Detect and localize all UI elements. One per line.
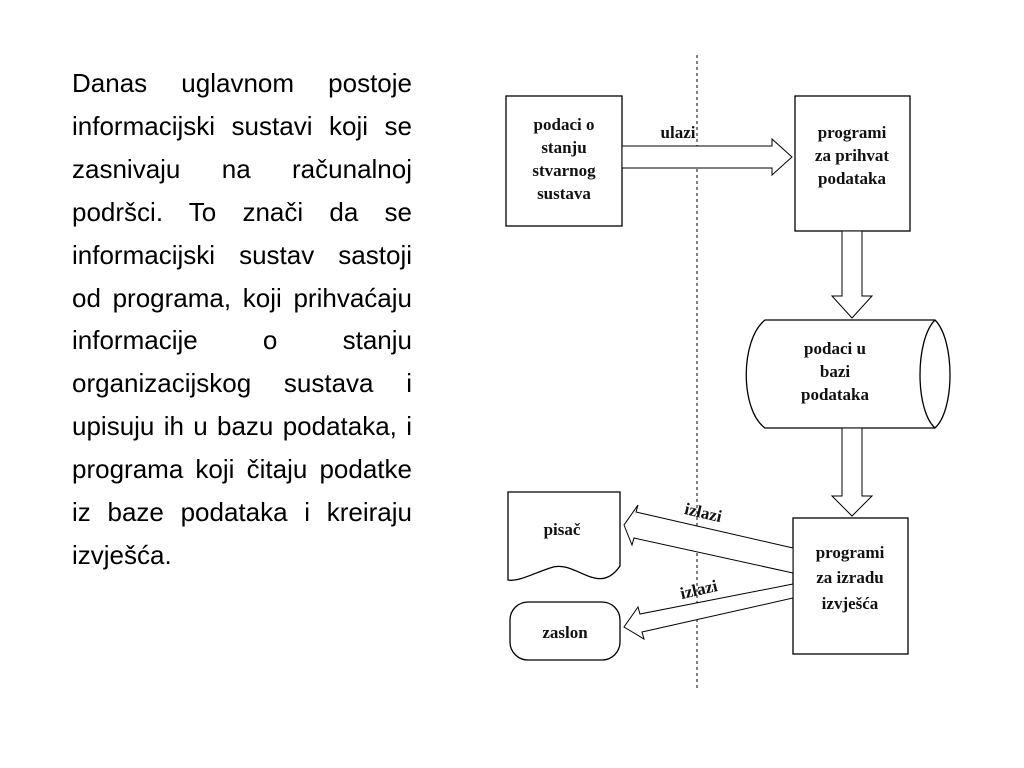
- screen-label: zaslon: [542, 623, 588, 642]
- input-node-line-3: stvarnog: [532, 161, 596, 180]
- output-arrow-to-printer: [623, 504, 794, 574]
- database-line-2: bazi: [820, 362, 851, 381]
- database-inner-curve: [919, 319, 936, 429]
- output-arrow-to-screen: [623, 583, 794, 641]
- screen-shape: [509, 601, 621, 661]
- body-paragraph: Danas uglavnom postoje informacijski sus…: [72, 68, 412, 570]
- printer-label: pisač: [544, 520, 581, 539]
- screen-node: zaslon: [509, 601, 621, 661]
- database-node: podaci u bazi podataka: [745, 319, 951, 429]
- report-programs-box: [792, 517, 909, 655]
- database-line-1: podaci u: [804, 339, 866, 358]
- output-label-bottom: izlazi: [678, 576, 719, 603]
- text-panel: Danas uglavnom postoje informacijski sus…: [72, 62, 412, 577]
- intake-programs-line-2: za prihvat: [815, 146, 889, 165]
- report-programs-line-1: programi: [816, 543, 885, 562]
- intake-programs-line-1: programi: [818, 123, 887, 142]
- report-programs-line-2: za izradu: [816, 568, 884, 587]
- down-arrow-to-reports: [830, 427, 874, 517]
- input-node-box: [505, 95, 623, 227]
- printer-node: pisač: [507, 491, 621, 581]
- report-programs-line-3: izvješća: [822, 594, 879, 613]
- report-programs-node: programi za izradu izvješća: [792, 517, 909, 655]
- input-node-line-2: stanju: [541, 138, 586, 157]
- input-node-line-4: sustava: [537, 184, 591, 203]
- printer-document-shape: [507, 491, 621, 581]
- input-arrow: [621, 137, 793, 177]
- down-arrow-to-database: [830, 230, 874, 319]
- intake-programs-line-3: podataka: [818, 169, 887, 188]
- input-node: podaci o stanju stvarnog sustava: [505, 95, 623, 227]
- output-label-top: izlazi: [683, 499, 724, 526]
- input-node-line-1: podaci o: [534, 115, 595, 134]
- input-arrow-label: ulazi: [661, 123, 696, 142]
- database-line-3: podataka: [801, 385, 870, 404]
- intake-programs-node: programi za prihvat podataka: [794, 95, 911, 232]
